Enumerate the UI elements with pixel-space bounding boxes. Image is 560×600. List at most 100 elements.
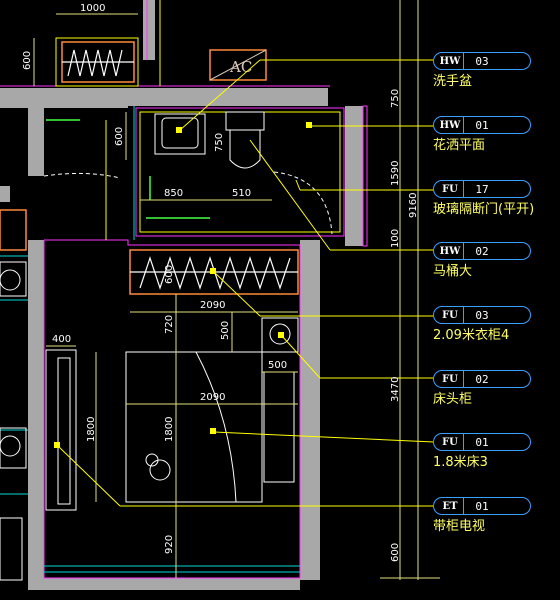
tag-code: ET [442,501,458,512]
leader-4 [249,139,331,251]
wall-bath-right [345,106,363,246]
tag-label: 洗手盆 [433,74,473,89]
wall-left-upper [28,106,44,176]
tag-pill: ET 01 [433,497,531,515]
dim-3470: 3470 [390,377,401,402]
wall-top-left [0,88,128,108]
bath-fixtures [43,111,333,235]
tag-num: 01 [475,436,489,449]
dim-2090-top: 2090 [200,300,225,311]
dim-1800-left: 1800 [86,417,97,442]
wall-left-lower [28,240,44,590]
tick-2 [306,122,312,128]
bed-lamp-2 [145,453,159,467]
toilet-bowl [229,129,261,169]
dim-2090-bed: 2090 [200,392,225,403]
tag-wardrobe: FU 03 2.09米衣柜4 [433,306,560,366]
tag-divider [463,243,464,259]
tag-bed: FU 01 1.8米床3 [433,433,560,493]
tag-divider [463,434,464,450]
left-circle-1 [0,269,21,291]
ac-cross [209,49,267,81]
dim-720: 720 [164,315,175,334]
tag-num: 01 [475,500,489,513]
top-hangers [67,49,123,77]
glass-lines [46,119,210,219]
leader-1 [179,59,261,131]
dim-top-width: 1000 [80,3,105,14]
leader-5 [213,271,261,317]
tag-num: 02 [475,373,489,386]
left-wardrobe-1 [0,209,27,251]
tag-divider [463,371,464,387]
top-cabinet-frame [55,37,139,87]
tick-4 [278,332,284,338]
wall-top-stub [143,0,155,60]
dim-600-bottom: 600 [390,543,401,562]
tag-tv-cabinet: ET 01 带柜电视 [433,497,560,557]
dim-100: 100 [390,229,401,248]
shower-door-arc [273,171,333,235]
tag-label: 带柜电视 [433,519,486,534]
cyan-lines [0,106,300,573]
leader-8 [57,445,121,507]
left-circle-2 [0,435,21,457]
tag-pill: HW 03 [433,52,531,70]
tag-toilet: HW 02 马桶大 [433,242,560,302]
tag-code: FU [442,310,458,321]
tag-num: 03 [475,55,489,68]
leader-3 [295,179,301,191]
dim-500-h: 500 [268,360,287,371]
tag-code: HW [439,56,461,67]
left-appliances [0,261,27,581]
left-box-3 [0,517,23,581]
tag-num: 03 [475,309,489,322]
tag-divider [463,53,464,69]
dim-1590: 1590 [390,161,401,186]
tick-5 [210,428,216,434]
room-outline [43,239,301,579]
tick-1 [176,127,182,133]
tag-code: HW [439,120,461,131]
walls [0,0,363,590]
dim-600-bath: 600 [114,127,125,146]
tag-pill: HW 01 [433,116,531,134]
tag-num: 02 [475,245,489,258]
tag-label: 床头柜 [433,392,473,407]
tag-label: 马桶大 [433,264,473,279]
dim-1800-bed: 1800 [164,417,175,442]
tag-label: 2.09米衣柜4 [433,328,510,343]
tag-label: 玻璃隔断门(平开) [433,202,535,217]
tag-code: FU [442,437,458,448]
dim-500-v: 500 [220,321,231,340]
bed-lamp-1 [149,459,171,481]
tag-glass-door: FU 17 玻璃隔断门(平开) [433,180,560,240]
tv-cabinet [45,349,77,511]
tag-code: FU [442,374,458,385]
leader-6 [281,335,321,379]
dim-left-600: 600 [22,51,33,70]
basin-inner [161,117,199,149]
washbasin [154,113,206,155]
tick-3 [210,268,216,274]
tag-label: 花洒平面 [433,138,486,153]
tag-nightstand: FU 02 床头柜 [433,370,560,430]
dim-9160: 9160 [408,193,419,218]
wall-right-main [300,240,320,580]
dim-750-bath: 750 [214,133,225,152]
nightstand-lamp [269,323,291,345]
left-box-2 [0,427,27,469]
wall-top-mid [128,88,328,106]
tag-label: 1.8米床3 [433,455,488,470]
tick-6 [54,442,60,448]
dim-920: 920 [164,535,175,554]
tag-code: HW [439,246,461,257]
leader-7 [213,431,435,443]
wall-bottom [44,578,300,590]
tag-divider [463,181,464,197]
magenta-outlines [0,0,368,579]
tag-divider [463,498,464,514]
tag-pill: HW 02 [433,242,531,260]
dimension-lines [33,0,440,580]
